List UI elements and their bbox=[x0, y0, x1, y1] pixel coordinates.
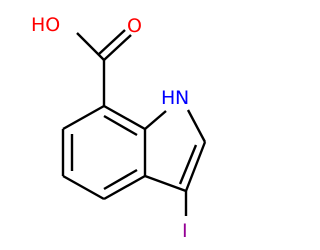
iodine-label: I bbox=[182, 220, 188, 242]
bond-c3-c3a bbox=[144, 174, 187, 193]
bond-n1-c2 bbox=[186, 109, 207, 143]
bond-c7a-c7-inner bbox=[103, 114, 138, 137]
bond-c2-c3 bbox=[184, 141, 207, 192]
carbonyl-oxygen-label: O bbox=[127, 15, 142, 37]
bond-c4-c3a-inner bbox=[103, 168, 138, 191]
bond-c5-c4 bbox=[62, 174, 105, 201]
bond-c2-c3-inner bbox=[178, 144, 198, 185]
nitrogen-h-label: H bbox=[161, 87, 175, 109]
hydroxyl-label: HO bbox=[31, 14, 60, 36]
bond-c4-c3a bbox=[103, 174, 146, 201]
bond-c7a-n1 bbox=[144, 110, 167, 130]
bond-c7-c6 bbox=[62, 104, 105, 131]
chemical-structure: HO O H N I bbox=[31, 14, 207, 242]
nitrogen-label: N bbox=[175, 87, 189, 109]
bond-c-oh bbox=[76, 32, 105, 61]
bond-c-o-double-a bbox=[103, 34, 132, 61]
bond-c7a-c7 bbox=[103, 104, 146, 131]
bond-c-o-double-b bbox=[98, 29, 126, 55]
